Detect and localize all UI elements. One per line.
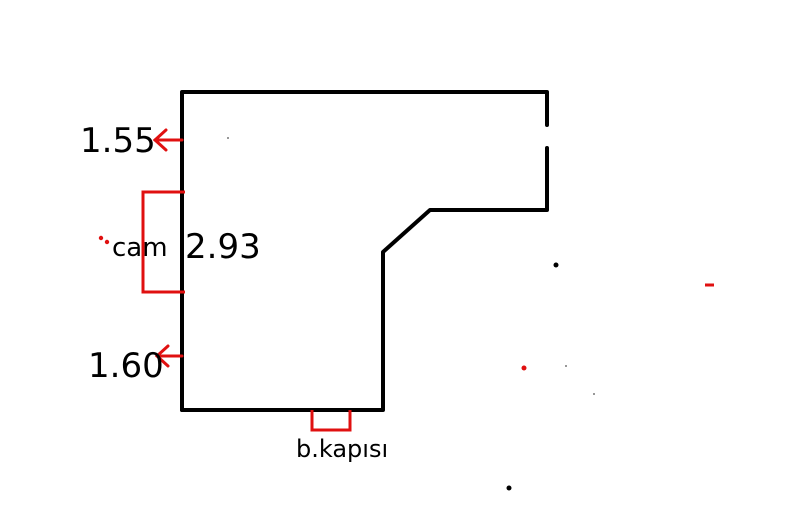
door-label: b.kapısı bbox=[296, 435, 388, 463]
window-marker bbox=[141, 190, 185, 294]
arrow-bottom-icon bbox=[154, 344, 184, 368]
door-marker bbox=[310, 410, 352, 432]
top-measure-label: 1.55 bbox=[80, 121, 156, 161]
stray-dot bbox=[565, 365, 567, 367]
wall-right-inner bbox=[180, 146, 549, 412]
stray-dot bbox=[98, 235, 104, 241]
stray-dot bbox=[104, 239, 110, 245]
window-label: cam bbox=[112, 233, 168, 263]
window-measure-label: 2.93 bbox=[185, 227, 261, 267]
bottom-measure-label: 1.60 bbox=[88, 346, 164, 386]
stray-dot bbox=[521, 365, 527, 371]
stray-dot bbox=[593, 393, 595, 395]
arrow-top-icon bbox=[152, 128, 184, 152]
wall-left-top-right bbox=[180, 90, 549, 412]
stray-dot bbox=[227, 137, 229, 139]
stray-dot bbox=[506, 485, 512, 491]
stray-dot bbox=[553, 262, 559, 268]
